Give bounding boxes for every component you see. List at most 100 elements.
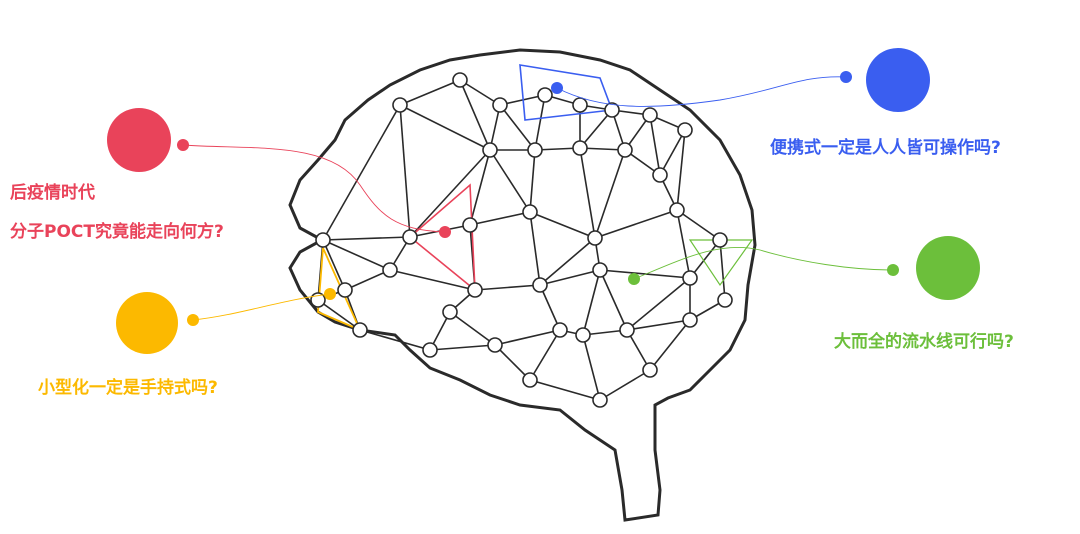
- red-dot-brain: [439, 226, 451, 238]
- mesh-edge: [322, 239, 391, 271]
- mesh-edge: [582, 269, 601, 336]
- mesh-edge: [649, 114, 661, 176]
- question-red-line1: 后疫情时代: [10, 183, 95, 203]
- mesh-edge: [529, 211, 596, 239]
- blue-connector: [556, 76, 847, 107]
- mesh-edge: [499, 104, 536, 151]
- mesh-edge: [689, 239, 721, 279]
- mesh-node: [575, 327, 591, 343]
- mesh-node: [492, 97, 508, 113]
- mesh-edge: [474, 284, 541, 291]
- mesh-edge: [359, 329, 431, 351]
- mesh-node: [442, 304, 458, 320]
- yellow-dot-brain: [324, 288, 336, 300]
- mesh-edge: [469, 211, 531, 226]
- mesh-node: [392, 97, 408, 113]
- mesh-edge: [322, 104, 401, 241]
- mesh-edge: [459, 79, 491, 151]
- mesh-node: [712, 232, 728, 248]
- mesh-node: [522, 372, 538, 388]
- mesh-node: [462, 217, 478, 233]
- red-connector: [182, 144, 446, 233]
- mesh-edge: [626, 277, 691, 331]
- mesh-node: [352, 322, 368, 338]
- blue-circle-icon: [866, 48, 930, 112]
- question-blue: 便携式一定是人人皆可操作吗?: [770, 138, 1001, 158]
- yellow-dot-left: [187, 314, 199, 326]
- mesh-edge: [719, 239, 726, 301]
- mesh-edge: [429, 344, 496, 351]
- mesh-edge: [676, 209, 721, 241]
- mesh-edge: [399, 104, 491, 151]
- mesh-edge: [409, 149, 491, 238]
- mesh-edge: [529, 149, 536, 213]
- mesh-edge: [534, 94, 546, 151]
- mesh-node: [537, 87, 553, 103]
- green-connector: [633, 246, 894, 280]
- mesh-edge: [599, 269, 628, 331]
- mesh-node: [572, 97, 588, 113]
- mesh-node: [402, 229, 418, 245]
- mesh-node: [315, 232, 331, 248]
- mesh-edge: [469, 149, 491, 226]
- mesh-edge: [649, 319, 691, 371]
- mesh-edge: [676, 129, 686, 211]
- mesh-edge: [399, 79, 461, 106]
- mesh-node: [452, 72, 468, 88]
- mesh-edge: [494, 344, 531, 381]
- mesh-node: [467, 282, 483, 298]
- mesh-edge: [676, 209, 691, 279]
- question-yellow: 小型化一定是手持式吗?: [38, 378, 218, 398]
- mesh-edge: [529, 379, 601, 401]
- mesh-edge: [344, 269, 391, 291]
- mesh-node: [619, 322, 635, 338]
- mesh-node: [642, 107, 658, 123]
- mesh-edge: [489, 149, 531, 213]
- mesh-node: [337, 282, 353, 298]
- mesh-node: [552, 322, 568, 338]
- mesh-edge: [582, 334, 601, 401]
- mesh-edge: [659, 129, 686, 176]
- mesh-edge: [529, 329, 561, 381]
- blue-dot-brain: [551, 82, 563, 94]
- mesh-node: [642, 362, 658, 378]
- blue-dot-right: [840, 71, 852, 83]
- red-highlight: [408, 183, 476, 292]
- mesh-node: [587, 230, 603, 246]
- mesh-node: [604, 102, 620, 118]
- green-circle-icon: [916, 236, 980, 300]
- mesh-edge: [539, 237, 596, 286]
- mesh-node: [717, 292, 733, 308]
- mesh-node: [592, 392, 608, 408]
- mesh-edge: [389, 269, 476, 291]
- mesh-edge: [539, 269, 601, 286]
- mesh-node: [677, 122, 693, 138]
- mesh-edge: [529, 211, 541, 286]
- mesh-edge: [626, 319, 691, 331]
- mesh-node: [532, 277, 548, 293]
- mesh-node: [592, 262, 608, 278]
- mesh-edge: [322, 236, 411, 241]
- mesh-edge: [494, 329, 561, 346]
- mesh-edge: [579, 109, 613, 149]
- question-green: 大而全的流水线可行吗?: [834, 332, 1014, 352]
- mesh-edge: [539, 284, 561, 331]
- mesh-edge: [594, 149, 626, 239]
- mesh-edge: [399, 104, 411, 238]
- mesh-edge: [459, 79, 501, 106]
- mesh-edge: [322, 239, 346, 291]
- mesh-edge: [317, 299, 361, 331]
- red-circle-icon: [107, 108, 171, 172]
- yellow-circle-icon: [116, 292, 178, 354]
- mesh-node: [482, 142, 498, 158]
- mesh-node: [617, 142, 633, 158]
- mesh-node: [487, 337, 503, 353]
- mesh-node: [422, 342, 438, 358]
- question-red-line2: 分子POCT究竟能走向何方?: [10, 222, 224, 242]
- mesh-node: [382, 262, 398, 278]
- mesh-node: [527, 142, 543, 158]
- mesh-node: [652, 167, 668, 183]
- mesh-node: [682, 270, 698, 286]
- mesh-node: [669, 202, 685, 218]
- yellow-connector: [192, 293, 331, 321]
